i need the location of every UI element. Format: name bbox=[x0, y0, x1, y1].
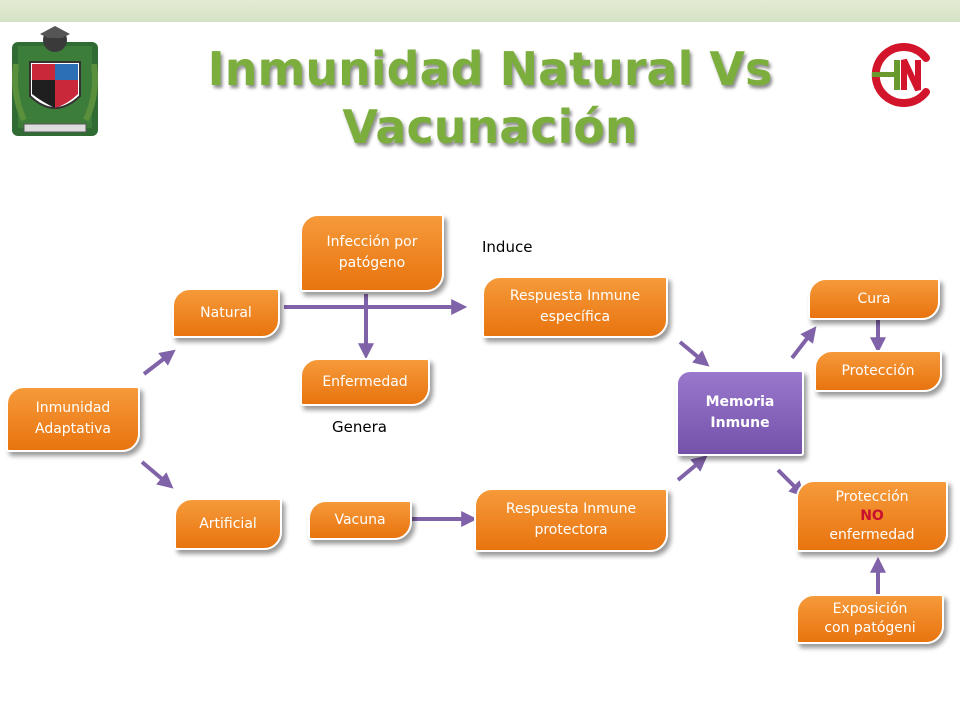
node-label: patógeno bbox=[338, 255, 406, 271]
node-label: Cura bbox=[857, 290, 891, 307]
arrow-especifica-to-memoria bbox=[678, 340, 710, 367]
node-label: Memoria bbox=[705, 394, 775, 410]
node-label: Enfermedad bbox=[322, 373, 408, 390]
page-title-line2: Vacunación bbox=[342, 100, 638, 154]
node-label: Protección bbox=[841, 362, 915, 379]
node-infeccion-por-patogeno: Infección por patógeno bbox=[300, 214, 444, 292]
node-label: enfermedad bbox=[829, 526, 915, 543]
node-label: Inmunidad bbox=[35, 400, 111, 416]
node-label: Protección bbox=[835, 488, 909, 505]
node-label: Artificial bbox=[199, 515, 257, 532]
node-label: Respuesta Inmune bbox=[509, 288, 641, 304]
node-label: Natural bbox=[200, 304, 252, 321]
arrow-memoria-to-proteccion-no bbox=[776, 468, 806, 498]
node-inmunidad-adaptativa: Inmunidad Adaptativa bbox=[6, 386, 140, 452]
node-vacuna: Vacuna bbox=[308, 500, 412, 540]
label-genera: Genera bbox=[332, 418, 387, 436]
cin-logo-icon bbox=[871, 43, 930, 107]
node-memoria-inmune: Memoria Inmune bbox=[676, 370, 804, 456]
arrow-protectora-to-memoria bbox=[676, 455, 708, 482]
node-exposicion-con-patogeno: Exposición con patógeni bbox=[796, 594, 944, 644]
university-coat-of-arms-icon bbox=[12, 26, 98, 136]
node-label: Respuesta Inmune bbox=[505, 501, 637, 517]
node-label: con patógeni bbox=[824, 620, 916, 636]
node-label: Vacuna bbox=[334, 511, 386, 528]
top-decorative-band bbox=[0, 0, 960, 22]
node-label: protectora bbox=[534, 522, 608, 538]
node-cura: Cura bbox=[808, 278, 940, 320]
node-proteccion-no-enfermedad: Protección NO enfermedad bbox=[796, 480, 948, 552]
node-proteccion: Protección bbox=[814, 350, 942, 392]
node-label-no: NO bbox=[860, 507, 884, 524]
node-label: Exposición bbox=[832, 601, 908, 617]
arrow-adaptativa-to-artificial bbox=[140, 460, 174, 489]
node-label: específica bbox=[539, 309, 611, 325]
arrow-memoria-to-cura bbox=[790, 326, 817, 360]
page-title-line1: Inmunidad Natural Vs bbox=[207, 42, 773, 96]
node-label: Infección por bbox=[326, 234, 418, 250]
node-label: Adaptativa bbox=[35, 421, 111, 437]
node-enfermedad: Enfermedad bbox=[300, 358, 430, 406]
node-label: Inmune bbox=[710, 415, 770, 431]
node-respuesta-inmune-protectora: Respuesta Inmune protectora bbox=[474, 488, 668, 552]
label-induce: Induce bbox=[482, 238, 533, 256]
node-natural: Natural bbox=[172, 288, 280, 338]
arrow-adaptativa-to-natural bbox=[142, 349, 176, 376]
node-respuesta-inmune-especifica: Respuesta Inmune específica bbox=[482, 276, 668, 338]
page-title: Inmunidad Natural Vs Vacunación bbox=[160, 40, 820, 156]
node-artificial: Artificial bbox=[174, 498, 282, 550]
